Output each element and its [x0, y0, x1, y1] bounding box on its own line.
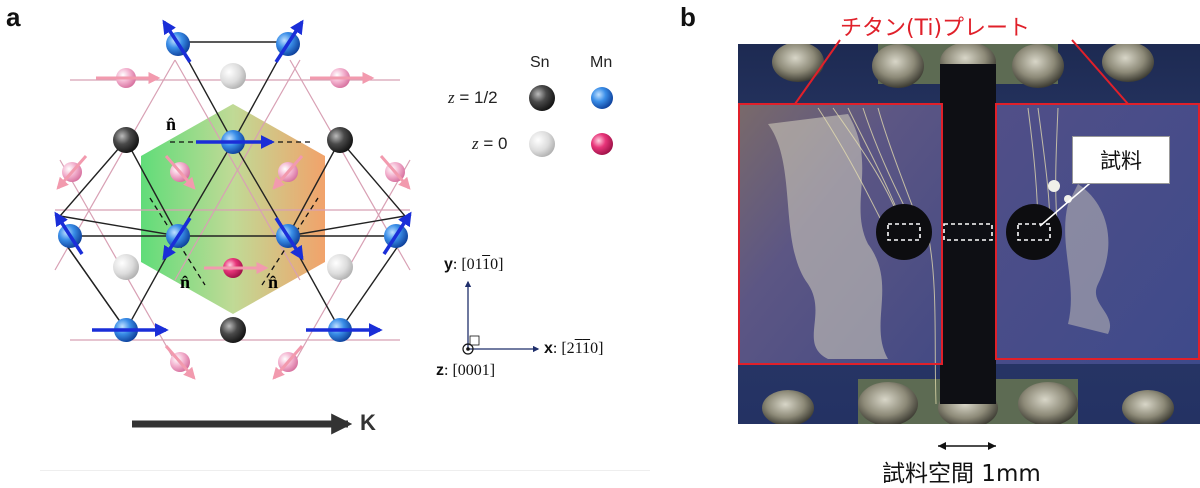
n-hat-label-top: n̂ — [166, 114, 177, 134]
kagome-lattice-diagram — [54, 19, 613, 435]
y-axis-label: y: [0110] — [444, 256, 504, 273]
mn-z-half-atoms — [54, 19, 412, 342]
n-hat-label-right: n̂ — [268, 272, 279, 292]
sample-photo-drawing — [738, 44, 1200, 424]
legend-mn-z-half — [591, 87, 613, 109]
sn-atom — [220, 63, 246, 89]
panel-b: b — [660, 0, 1200, 487]
panel-b-label: b — [680, 2, 696, 32]
legend-sn-header: Sn — [530, 54, 550, 71]
legend-sn-z-half — [529, 85, 555, 111]
sn-atom — [113, 127, 139, 153]
k-label: K — [360, 410, 376, 435]
sample-label-box: 試料 — [1072, 136, 1170, 184]
legend-row-z0: z = 0 — [472, 134, 508, 153]
panel-a-baseline — [40, 470, 650, 471]
ti-plate-label: チタン(Ti)プレート — [840, 16, 1031, 41]
legend-mn-header: Mn — [590, 54, 613, 71]
sn-atom — [220, 317, 246, 343]
sample-photo — [738, 44, 1200, 424]
sn-atom — [113, 254, 139, 280]
coordinate-axes — [462, 280, 540, 355]
z-half-kagome-lines — [58, 41, 407, 331]
legend-mn-z0 — [591, 133, 613, 155]
sample-space-label: 試料空間 1mm — [882, 461, 1041, 487]
x-axis-label: x: [2110] — [544, 340, 604, 357]
sample-label: 試料 — [1100, 149, 1142, 173]
panel-a-label: a — [6, 2, 21, 32]
sample-dashed-boxes — [887, 223, 1051, 241]
mn-z0-atoms — [56, 68, 411, 380]
n-hat-label-left: n̂ — [180, 272, 191, 292]
n-hat-dashed-lines — [149, 141, 319, 286]
hexagon-shading — [141, 104, 325, 314]
z-axis-label: z: [0001] — [436, 362, 496, 379]
sn-atom — [327, 254, 353, 280]
legend-sn-z0 — [529, 131, 555, 157]
legend-row-z-half: z = 1/2 — [448, 88, 498, 107]
sn-atoms — [113, 63, 353, 343]
panel-a: a — [6, 2, 650, 471]
sn-atom — [327, 127, 353, 153]
